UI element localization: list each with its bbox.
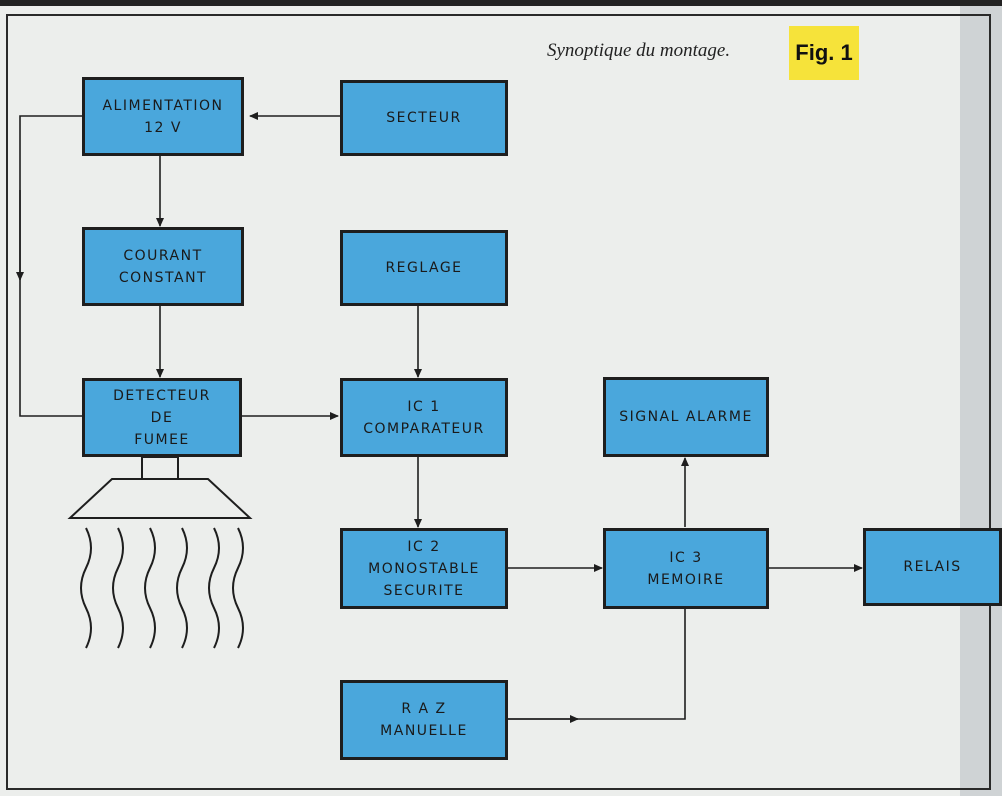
block-line: COMPARATEUR <box>363 420 485 437</box>
block-line: ALIMENTATION <box>102 97 224 114</box>
block-ic3-memoire: IC 3 MEMOIRE <box>603 528 769 609</box>
smoke-wave-icon <box>112 527 124 649</box>
block-line: R A Z <box>401 701 447 717</box>
smoke-wave-icon <box>176 527 188 649</box>
block-ic1-comparateur: IC 1 COMPARATEUR <box>340 378 508 457</box>
smoke-wave-icon <box>232 527 244 649</box>
block-line: MANUELLE <box>380 723 468 739</box>
smoke-detector-icon <box>67 456 253 649</box>
block-raz-manuelle: R A Z MANUELLE <box>340 680 508 760</box>
block-line: IC 3 <box>669 549 703 566</box>
block-reglage: REGLAGE <box>340 230 508 306</box>
block-line: CONSTANT <box>118 269 208 286</box>
wire-feedback-loop <box>19 115 82 417</box>
block-line: SECURITE <box>383 582 465 599</box>
top-border <box>0 0 1002 6</box>
block-line: DETECTEUR <box>113 387 211 404</box>
block-line: SIGNAL ALARME <box>619 409 753 425</box>
block-line: IC 1 <box>407 398 441 415</box>
block-line: 12 V <box>144 119 182 136</box>
block-detecteur-de-fumee: DETECTEUR DE FUMEE <box>82 378 242 457</box>
block-line: FUMEE <box>134 431 190 448</box>
block-line: COURANT <box>123 247 203 264</box>
block-line: RELAIS <box>903 559 962 575</box>
figure-badge: Fig. 1 <box>789 26 859 80</box>
block-relais: RELAIS <box>863 528 1002 606</box>
block-line: REGLAGE <box>385 260 463 276</box>
block-alimentation: ALIMENTATION 12 V <box>82 77 244 156</box>
block-line: DE <box>150 409 174 426</box>
block-courant-constant: COURANT CONSTANT <box>82 227 244 306</box>
block-ic2-monostable-securite: IC 2 MONOSTABLE SECURITE <box>340 528 508 609</box>
block-line: SECTEUR <box>386 110 462 126</box>
block-signal-alarme: SIGNAL ALARME <box>603 377 769 457</box>
block-line: MEMOIRE <box>647 571 725 588</box>
wire-raz-to-ic3 <box>508 608 686 720</box>
block-line: MONOSTABLE <box>368 560 480 577</box>
smoke-wave-icon <box>80 527 92 649</box>
block-secteur: SECTEUR <box>340 80 508 156</box>
figure-caption: Synoptique du montage. <box>547 40 731 61</box>
smoke-wave-icon <box>208 527 220 649</box>
block-line: IC 2 <box>407 538 441 555</box>
figure-label: Fig. 1 <box>795 40 853 65</box>
smoke-wave-icon <box>144 527 156 649</box>
page-edge-shade <box>960 6 1002 796</box>
diagram-frame <box>6 14 991 790</box>
